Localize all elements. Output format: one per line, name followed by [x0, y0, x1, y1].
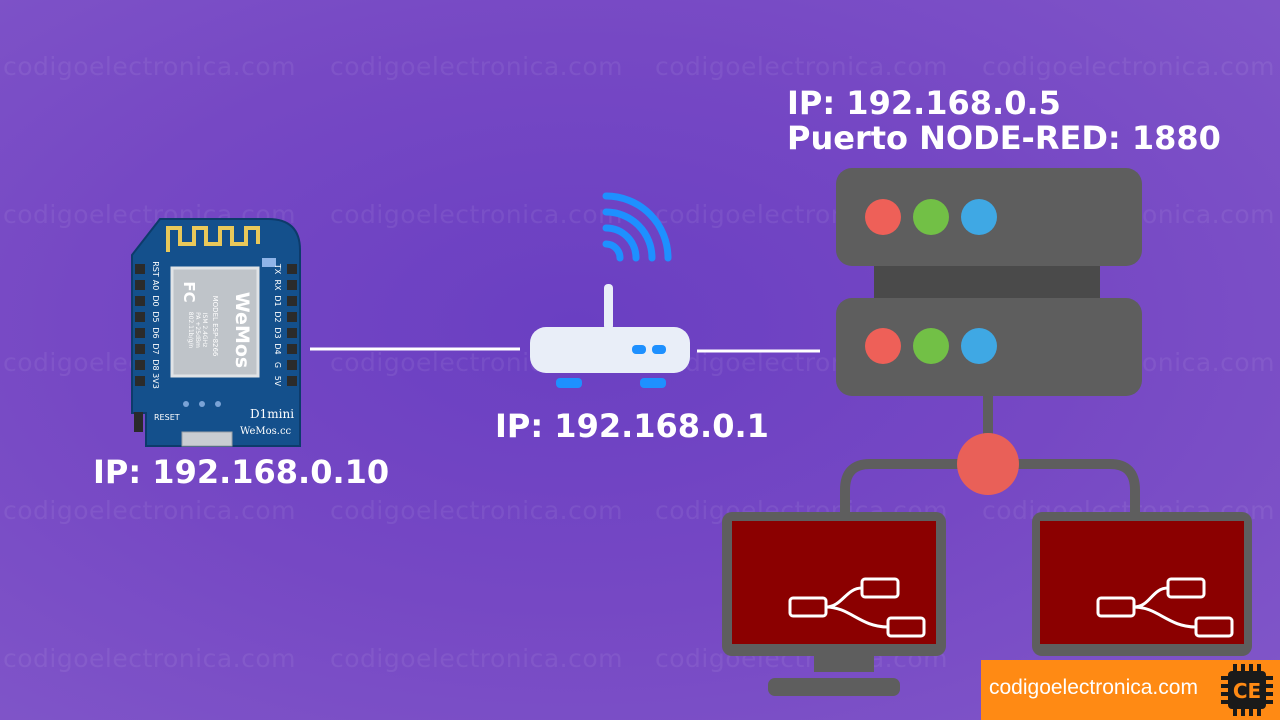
monitor-right [1032, 512, 1252, 656]
module-spec: PA +25dBm [194, 312, 201, 348]
pin-label: A0 [151, 280, 160, 291]
router-ip-label: IP: 192.168.0.1 [495, 407, 769, 445]
module-model: MODEL ESP-8266 [211, 296, 219, 357]
pin-label: D0 [151, 295, 160, 306]
router-led [652, 345, 666, 354]
monitor-left [722, 512, 946, 696]
header-pin [135, 312, 145, 322]
device-ip-label: IP: 192.168.0.10 [93, 453, 389, 491]
header-pin [135, 296, 145, 306]
router [530, 196, 690, 388]
monitor-screen [1040, 521, 1244, 644]
router-antenna [604, 284, 613, 330]
header-pin [135, 280, 145, 290]
header-pin [287, 264, 297, 274]
router-led [632, 345, 646, 354]
server-led-blue [961, 328, 997, 364]
server-led-red [865, 328, 901, 364]
tree-branch-left [845, 464, 962, 516]
board-model-label: D1mini [250, 407, 294, 421]
brand-badge: codigoelectronica.com CE [981, 660, 1280, 720]
server-led-green [913, 328, 949, 364]
pin-label: D2 [273, 311, 282, 322]
header-pin [135, 328, 145, 338]
server-ip-label: IP: 192.168.0.5 [787, 84, 1061, 122]
server-led-red [865, 199, 901, 235]
header-pin [135, 344, 145, 354]
server-led-blue [961, 199, 997, 235]
header-pin [135, 264, 145, 274]
module-spec: 802.11b/g/n [187, 312, 194, 349]
module-spec: ISM 2.4GHz [201, 313, 208, 348]
router-foot [556, 378, 582, 388]
reset-label: RESET [154, 413, 180, 422]
server [836, 168, 1142, 396]
header-pin [287, 328, 297, 338]
pin-label: G [273, 362, 282, 368]
server-port-label: Puerto NODE-RED: 1880 [787, 119, 1221, 157]
board-pad [215, 401, 221, 407]
header-pin [135, 376, 145, 386]
pin-label: D4 [273, 343, 282, 354]
network-hub [957, 433, 1019, 495]
header-pin [287, 344, 297, 354]
board-brand-label: WeMos.cc [240, 426, 292, 437]
header-pin [287, 360, 297, 370]
pin-label: RST [151, 261, 160, 277]
header-pin [135, 360, 145, 370]
wifi-signal-icon [606, 244, 620, 258]
module-brand: WeMos [231, 292, 253, 368]
chip-logo-icon: CE [1221, 664, 1273, 716]
pin-label: RX [273, 279, 282, 291]
tree-branch-right [1014, 464, 1135, 516]
pin-label: D6 [151, 327, 160, 338]
pin-label: D3 [273, 327, 282, 338]
module-fc: FC [180, 281, 198, 302]
wemos-d1-mini-board: WeMos FC MODEL ESP-8266 ISM 2.4GHz PA +2… [132, 219, 300, 446]
pin-label: 3V3 [151, 373, 160, 389]
header-pin [287, 296, 297, 306]
usb-connector [182, 432, 232, 446]
pin-label: TX [273, 263, 282, 275]
pin-label: D5 [151, 311, 160, 322]
pin-label: D7 [151, 343, 160, 354]
reset-button [134, 412, 143, 432]
header-pin [287, 280, 297, 290]
server-led-green [913, 199, 949, 235]
pin-label: D8 [151, 359, 160, 370]
pin-label: 5V [273, 376, 282, 387]
header-pin [287, 312, 297, 322]
board-pad [199, 401, 205, 407]
brand-text: codigoelectronica.com [989, 676, 1198, 700]
monitor-screen [732, 521, 936, 644]
header-pin [287, 376, 297, 386]
monitor-base [768, 678, 900, 696]
board-pad [183, 401, 189, 407]
chip-logo-text: CE [1233, 679, 1261, 703]
pin-label: D1 [273, 295, 282, 306]
router-foot [640, 378, 666, 388]
